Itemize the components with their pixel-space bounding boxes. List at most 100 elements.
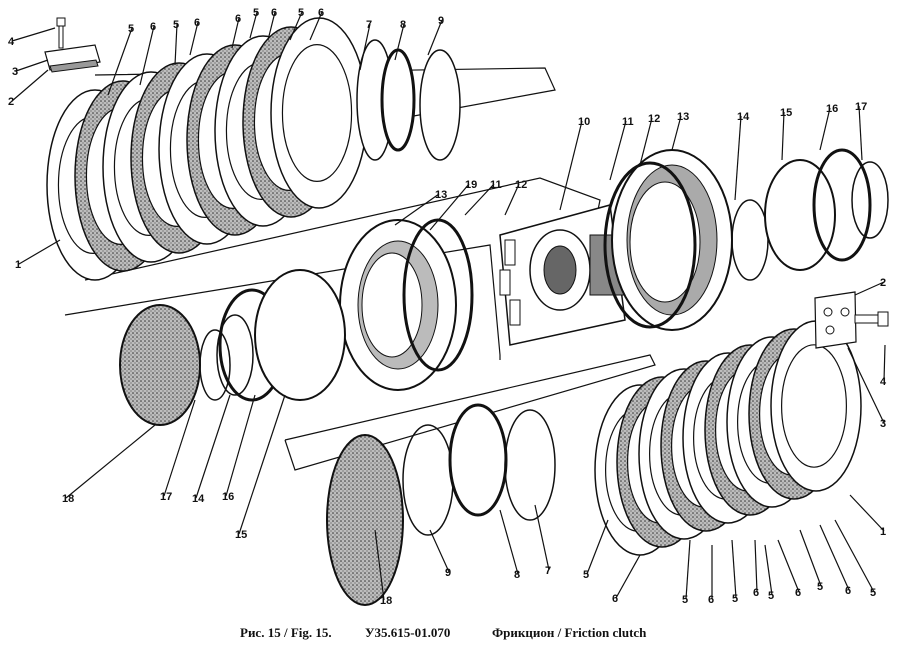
callout-center-4: 14 [737,111,750,123]
callout-center-8: 13 [435,189,447,201]
leader-line-bottom_right-7 [799,529,822,587]
callout-top_left-10: 6 [271,7,277,19]
figure-caption: Рис. 15 / Fig. 15. У35.615-01.070 Фрикци… [0,625,900,645]
leader-line-center-5 [781,111,785,161]
callout-bottom_right-9: 5 [870,587,876,599]
leader-line-center-7 [858,105,863,161]
snap-ring-7-bottom [504,409,556,521]
callout-top_left-12: 6 [318,7,324,19]
callout-top_left-9: 5 [253,7,259,19]
callout-center-1: 11 [622,116,634,128]
callout-center-5: 15 [780,107,792,119]
callout-right_stack-0: 2 [880,277,886,289]
bearing-15-left [254,269,346,401]
leader-line-middle_left-2 [195,394,231,499]
callout-bottom_right-1: 6 [612,593,618,605]
callout-bottom_right-8: 6 [845,585,851,597]
ring-9-bottom [402,424,454,536]
leader-line-top_left-12 [309,11,323,41]
clutch-drum [611,149,733,331]
caption-part-code: У35.615-01.070 [365,625,451,640]
leader-line-right_stack-2 [847,347,885,424]
callout-bottom-1: 9 [445,567,451,579]
callout-top_left-7: 6 [194,17,200,29]
top-pack-disc-9-bore [281,43,353,183]
callout-top_left-1: 3 [12,66,18,78]
leader-line-top_left-1 [15,59,49,72]
leader-line-right_stack-3 [849,494,885,532]
seal-16-right [812,148,872,262]
leader-line-center-1 [609,120,627,181]
callout-bottom_right-4: 5 [732,593,738,605]
callout-bottom_right-6: 6 [795,587,801,599]
callout-middle_left-1: 17 [160,491,172,503]
bottom-right-clutch-pack [594,320,862,556]
rings-and-seals [119,39,889,606]
callout-middle_left-0: 18 [62,493,74,505]
callout-right_stack-3: 1 [880,526,886,538]
callout-bottom_right-5: 6 [753,587,759,599]
callout-top_left-13: 7 [366,19,372,31]
callout-bottom-3: 7 [545,565,551,577]
bolt-assembly-right [814,291,889,349]
leader-line-top_left-10 [267,11,276,41]
callout-top_left-2: 2 [8,96,14,108]
leader-line-bottom_right-10 [764,544,773,596]
leader-line-bottom_right-9 [834,519,875,593]
washer-18-left [119,304,201,426]
leader-line-middle_left-1 [163,399,196,497]
leader-line-center-6 [819,107,831,151]
leader-line-top_left-7 [189,21,199,56]
leader-line-bottom_right-1 [615,554,641,599]
callout-center-11: 12 [515,179,527,191]
callout-center-3: 13 [677,111,689,123]
ring-9 [419,49,461,161]
callout-center-0: 10 [578,116,590,128]
ring-17-right [851,161,889,239]
callout-top_left-0: 4 [8,36,15,48]
seal-11-right [603,161,697,329]
leader-line-top_left-4 [107,27,133,96]
leader-line-middle_left-4 [238,394,286,535]
callout-bottom_right-10: 5 [768,590,774,602]
piston [339,219,457,391]
top-left-clutch-pack [46,17,368,281]
leader-line-top_left-14 [394,23,405,61]
leader-line-bottom_right-0 [586,519,609,575]
callout-top_left-6: 5 [173,19,179,31]
leader-line-bottom_right-5 [754,539,758,593]
callout-top_left-4: 5 [128,23,134,35]
bolt-assembly-top-left [44,17,101,73]
leader-line-bottom_right-2 [685,539,691,600]
callout-center-9: 19 [465,179,477,191]
leader-line-top_left-2 [11,69,49,102]
leader-line-middle_left-3 [225,394,256,497]
leader-line-center-11 [504,183,520,216]
leader-line-top_left-6 [174,23,178,66]
callout-right_stack-2: 3 [880,418,886,430]
callout-middle_left-3: 16 [222,491,234,503]
leader-line-center-3 [671,115,682,151]
leader-line-top_left-13 [359,23,371,71]
callout-top_left-11: 5 [298,7,304,19]
ring-17-left [199,329,231,401]
callout-top_left-5: 6 [150,21,156,33]
top-pack-disc-9 [270,17,368,209]
leader-line-right_stack-1 [883,344,886,382]
callout-top_left-15: 9 [438,15,444,27]
leader-line-center-9 [429,183,470,231]
leader-line-center-4 [734,115,742,201]
leader-line-top_left-3 [18,239,61,265]
leader-line-top_left-8 [231,17,240,49]
leader-line-bottom_right-8 [819,524,850,591]
spring-ring-8 [380,48,416,152]
bottom-pack-disc-9-bore [780,344,847,468]
leader-line-center-0 [559,120,583,211]
callout-top_left-8: 6 [235,13,241,25]
callout-bottom-0: 18 [380,595,392,607]
leader-line-bottom_right-6 [777,539,800,593]
callout-center-2: 12 [648,113,660,125]
leader-line-top_left-15 [427,19,443,56]
